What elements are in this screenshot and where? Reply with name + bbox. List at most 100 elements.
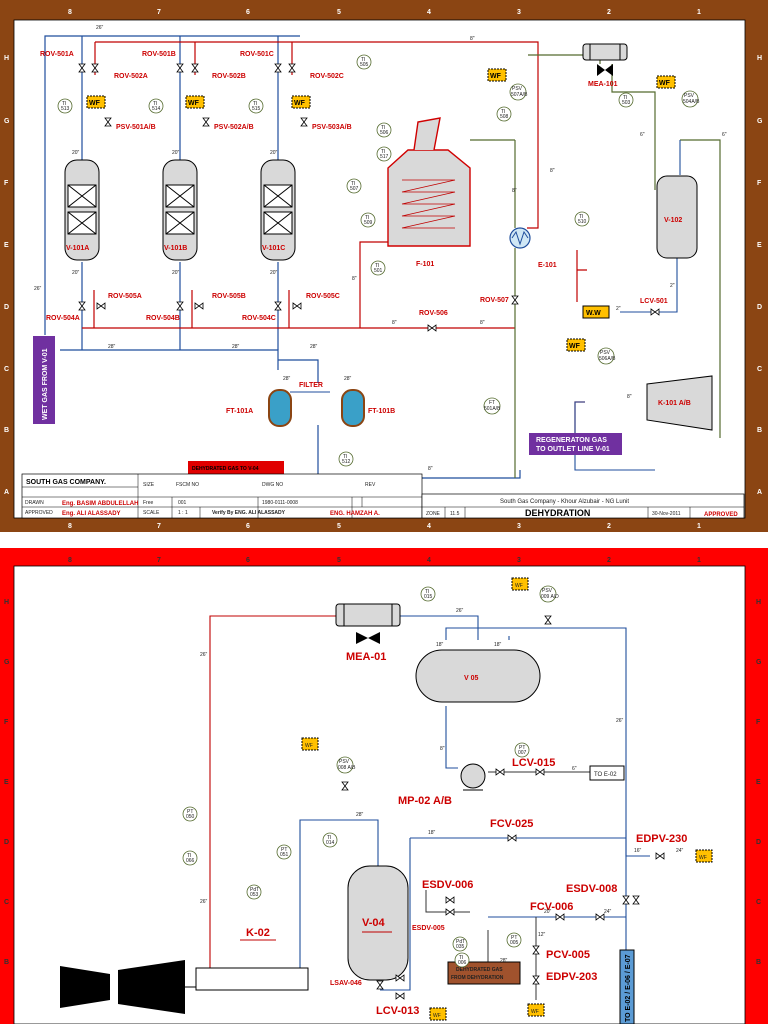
line-size: 6": [722, 132, 727, 138]
psv-number: 504A/B: [683, 99, 700, 105]
air-cooler-mea01: MEA-01: [335, 603, 401, 663]
ti-number: 006: [458, 960, 467, 966]
ti-prefix: TI: [501, 109, 505, 115]
drawing-date: 30-Nov-2011: [652, 511, 681, 517]
dehydrated-label: DEHYDRATED GAS TO V-04: [192, 466, 259, 472]
pt-number: 051: [280, 852, 289, 858]
line-size: 18": [428, 830, 436, 836]
pt-number: 005: [510, 940, 519, 946]
wf-tag: WF: [305, 743, 313, 749]
line-size: 20": [172, 270, 180, 276]
wf-boxes: WF WF WF WF WF WF: [86, 68, 676, 352]
separator-label: V 05: [464, 675, 479, 682]
grid-col: 4: [427, 523, 431, 530]
grid-row: G: [4, 659, 10, 666]
grid-col: 5: [337, 523, 341, 530]
ti-number: 066: [186, 858, 195, 864]
line-size: 26": [200, 652, 208, 658]
line-size: 28": [344, 376, 352, 382]
line-size: 8": [470, 36, 475, 42]
dryer-v101c: V-101C: [260, 159, 296, 261]
grid-row: F: [757, 180, 762, 187]
grid-row: B: [757, 427, 762, 434]
ti-prefix: TI: [253, 101, 257, 107]
pdt-number: 035: [456, 944, 465, 950]
rov-label: ROV-504C: [242, 315, 276, 322]
ti-prefix: TI: [623, 95, 627, 101]
line-size: 6": [640, 132, 645, 138]
valve-label: FCV-006: [530, 901, 573, 913]
grid-col: 8: [68, 557, 72, 564]
line-size: 28": [500, 958, 508, 964]
psv-number: 008 A/B: [338, 765, 356, 771]
grid-row: B: [4, 427, 9, 434]
grid-row: F: [4, 719, 9, 726]
wf-tag: WF: [531, 1009, 539, 1015]
verify-by: Verify By ENG. ALI ALASSADY: [212, 510, 286, 516]
sheet-2-grid-cols: 8 7 6 5 4 3 2 1: [68, 557, 701, 564]
dehydrated-gas-inlet: DEHYDRATED GAS FROM DEHYDRATION: [447, 961, 521, 985]
dryer-v101a: V-101A: [64, 159, 100, 261]
psv-label: PSV-502A/B: [214, 124, 254, 131]
psv-number: 506A/B: [599, 356, 616, 362]
to-exchangers-label: TO E-02 / E-06 / E-07: [625, 954, 632, 1022]
grid-row: B: [756, 959, 761, 966]
ti-number: 510: [578, 219, 587, 225]
ti-prefix: TI: [375, 263, 379, 269]
filter-label: FT-101B: [368, 408, 395, 415]
psv-prefix: PSV: [684, 93, 695, 99]
grid-row: E: [756, 779, 761, 786]
rov-label: ROV-505B: [212, 293, 246, 300]
line-size: 8": [512, 188, 517, 194]
grid-row: C: [757, 366, 762, 373]
valve-label: EDPV-230: [636, 833, 687, 845]
sheet-1-grid-cols: 8 7 6 5 4 3 2 1 8 7 6 5 4 3 2 1: [68, 9, 701, 530]
grid-row: G: [4, 118, 10, 125]
line-size: 20": [544, 909, 552, 915]
dryer-label: V-101C: [262, 245, 285, 252]
line-size: 24": [676, 848, 684, 854]
approved-by: Eng. ALI ALASSADY: [62, 511, 121, 517]
ti-prefix: TI: [579, 214, 583, 220]
scrubber-label: V-04: [362, 917, 386, 929]
valve-label: ESDV-006: [422, 879, 473, 891]
ti-prefix: TI: [187, 853, 191, 859]
ft-prefix: FT: [489, 400, 495, 406]
grid-row: H: [757, 55, 762, 62]
valve-label: EDPV-203: [546, 971, 597, 983]
rev-label: REV: [365, 482, 376, 488]
line-size: 20": [270, 270, 278, 276]
size-value: Free: [143, 500, 154, 506]
zone-label: ZONE: [426, 511, 441, 517]
dehydrated-gas-outlet: DEHYDRATED GAS TO V-04: [188, 461, 284, 474]
line-size: 24": [604, 909, 612, 915]
dryer-vessels: V-101A V-101B V-101C: [64, 159, 296, 261]
grid-col: 8: [68, 523, 72, 530]
line-size: 26": [34, 286, 42, 292]
psv-prefix: PSV: [339, 759, 350, 765]
grid-row: H: [4, 599, 9, 606]
grid-row: D: [757, 304, 762, 311]
grid-row: E: [757, 242, 762, 249]
dryer-v101b: V-101B: [162, 159, 198, 261]
rov-label: ROV-504B: [146, 315, 180, 322]
grid-col: 6: [246, 523, 250, 530]
grid-row: G: [757, 118, 763, 125]
drawn-by: Eng. BASIM ABDULELLAH: [62, 501, 138, 507]
grid-col: 4: [427, 557, 431, 564]
ti-prefix: TI: [351, 181, 355, 187]
filters-ft101: FILTER FT-101A FT-101B: [226, 382, 395, 427]
rov-label: ROV-507: [480, 297, 509, 304]
line-size: 20": [72, 270, 80, 276]
regen-label-2: TO OUTLET LINE V-01: [536, 446, 610, 453]
to-exchangers-outlet: TO E-02 / E-06 / E-07: [619, 949, 635, 1024]
grid-col: 8: [68, 9, 72, 16]
furnace-label: F-101: [416, 261, 434, 268]
line-size: 28": [283, 376, 291, 382]
line-size: 2": [670, 283, 675, 289]
pdt-prefix: PdT: [456, 939, 465, 945]
grid-row: C: [4, 366, 9, 373]
wf-tag: WF: [659, 80, 671, 87]
psv-number: 009 A/D: [541, 594, 559, 600]
